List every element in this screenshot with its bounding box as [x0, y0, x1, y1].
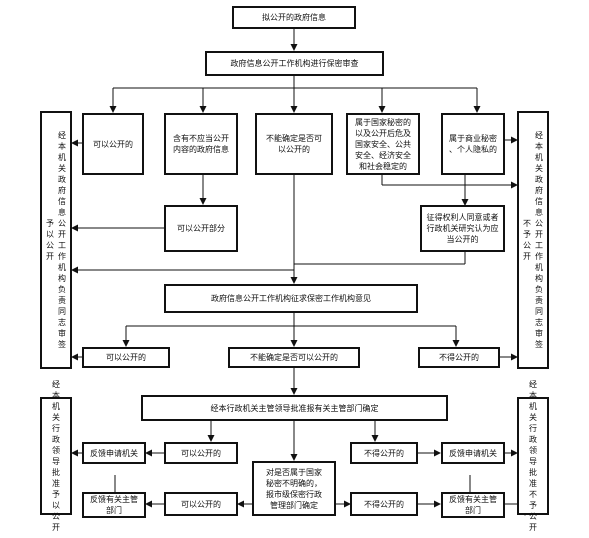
secret-check-node: 对是否属于国家 秘密不明确的， 报市级保密行政 管理部门确定: [252, 461, 336, 516]
uncertain-node-1: 不能确定是否可 以公开的: [255, 113, 333, 175]
contains-restricted-node: 含有不应当公开 内容的政府信息: [164, 113, 238, 175]
can-open-node-4: 可以公开的: [164, 492, 238, 516]
part-open-node: 可以公开部分: [164, 205, 238, 252]
state-secret-node: 属于国家秘密的 以及公开后危及 国家安全、公共 安全、经济安全 和社会稳定的: [346, 113, 420, 175]
start-node-label: 拟公开的政府信息: [262, 13, 326, 22]
right-approve-node: 经本机关行政领导批准不予公开: [517, 380, 549, 532]
feedback-dept-left: 反馈有关主管 部门: [82, 492, 146, 518]
feedback-applicant-right: 反馈申请机关: [441, 442, 505, 464]
start-node: 拟公开的政府信息: [232, 6, 356, 29]
can-open-node-3: 可以公开的: [164, 442, 238, 464]
feedback-applicant-left: 反馈申请机关: [82, 442, 146, 464]
can-open-node-2: 可以公开的: [82, 347, 170, 368]
left-approve-node: 经本机关行政领导批准予以公开: [40, 380, 72, 532]
right-sign-node: 经本机关政府信息公开工作机构负责同志审签 不予公开: [517, 111, 549, 369]
no-open-node-2: 不得公开的: [418, 347, 500, 368]
consult-node: 政府信息公开工作机构征求保密工作机构意见: [164, 284, 418, 313]
uncertain-node-2: 不能确定是否可以公开的: [228, 347, 360, 368]
approve-node: 经本行政机关主管领导批准报有关主管部门确定: [141, 395, 448, 421]
security-review-node: 政府信息公开工作机构进行保密审查: [205, 51, 384, 76]
no-open-node-3: 不得公开的: [350, 442, 418, 464]
feedback-dept-right: 反馈有关主管 部门: [441, 492, 505, 518]
security-review-label: 政府信息公开工作机构进行保密审查: [230, 59, 359, 68]
no-open-node-4: 不得公开的: [350, 492, 418, 516]
left-sign-node: 经本机关政府信息公开工作机构负责同志审签 予以公开: [40, 111, 72, 369]
business-secret-node: 属于商业秘密 、个人隐私的: [441, 113, 505, 175]
can-open-node-1: 可以公开的: [82, 113, 144, 175]
consent-node: 征得权利人同意或者 行政机关研究认为应 当公开的: [420, 205, 505, 252]
